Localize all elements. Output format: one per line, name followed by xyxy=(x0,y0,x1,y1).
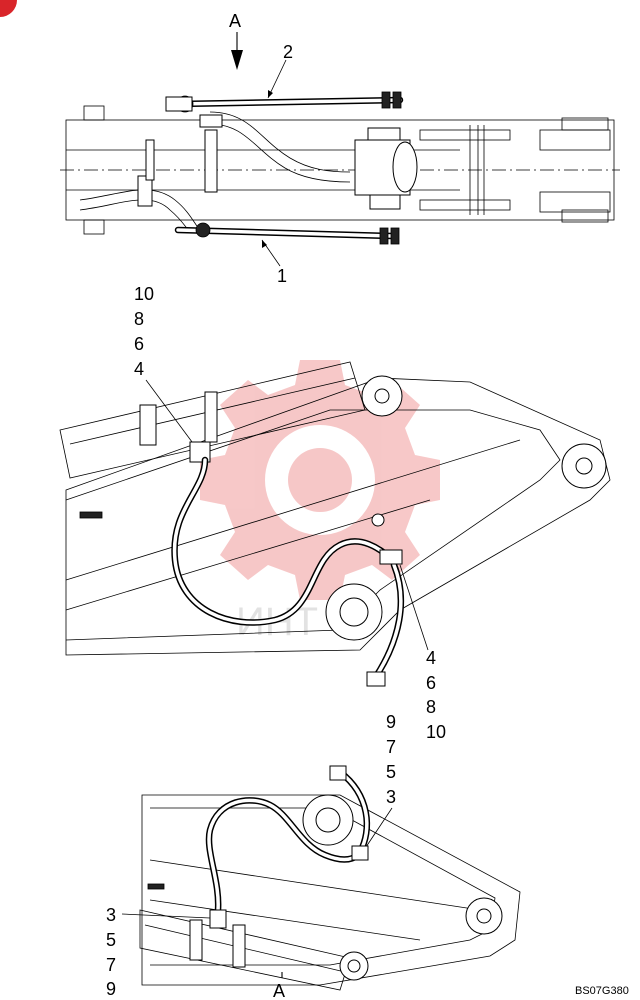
drawing-code: BS07G380 xyxy=(575,985,629,997)
view-label-top: A xyxy=(229,11,241,31)
svg-text:10: 10 xyxy=(134,284,154,304)
callouts-bottom-upper: 9 7 5 3 xyxy=(386,712,396,807)
svg-text:4: 4 xyxy=(134,359,144,379)
bottom-side-view: 9 7 5 3 3 5 xyxy=(106,712,521,1000)
svg-text:9: 9 xyxy=(106,979,116,999)
svg-text:9: 9 xyxy=(386,712,396,732)
svg-text:5: 5 xyxy=(386,762,396,782)
callout-hose-upper: 2 xyxy=(283,42,293,62)
svg-text:8: 8 xyxy=(134,309,144,329)
middle-side-view: 10 8 6 4 4 xyxy=(59,284,611,742)
corner-badge xyxy=(0,0,17,17)
svg-text:7: 7 xyxy=(386,737,396,757)
svg-text:8: 8 xyxy=(426,697,436,717)
view-label-bottom: A xyxy=(273,981,285,1000)
callouts-mid-right: 4 6 8 10 xyxy=(426,648,446,742)
callout-hose-lower: 1 xyxy=(277,266,287,286)
svg-text:5: 5 xyxy=(106,930,116,950)
callouts-mid-left: 10 8 6 4 xyxy=(134,284,154,379)
svg-text:10: 10 xyxy=(426,722,446,742)
svg-text:7: 7 xyxy=(106,955,116,975)
watermark-logo: ИНТ xyxy=(200,360,440,644)
callouts-bottom-left: 3 5 7 9 xyxy=(106,905,116,999)
svg-text:6: 6 xyxy=(134,334,144,354)
top-view: A xyxy=(60,11,620,286)
svg-text:3: 3 xyxy=(106,905,116,925)
svg-text:4: 4 xyxy=(426,648,436,668)
svg-text:3: 3 xyxy=(386,787,396,807)
svg-text:6: 6 xyxy=(426,673,436,693)
